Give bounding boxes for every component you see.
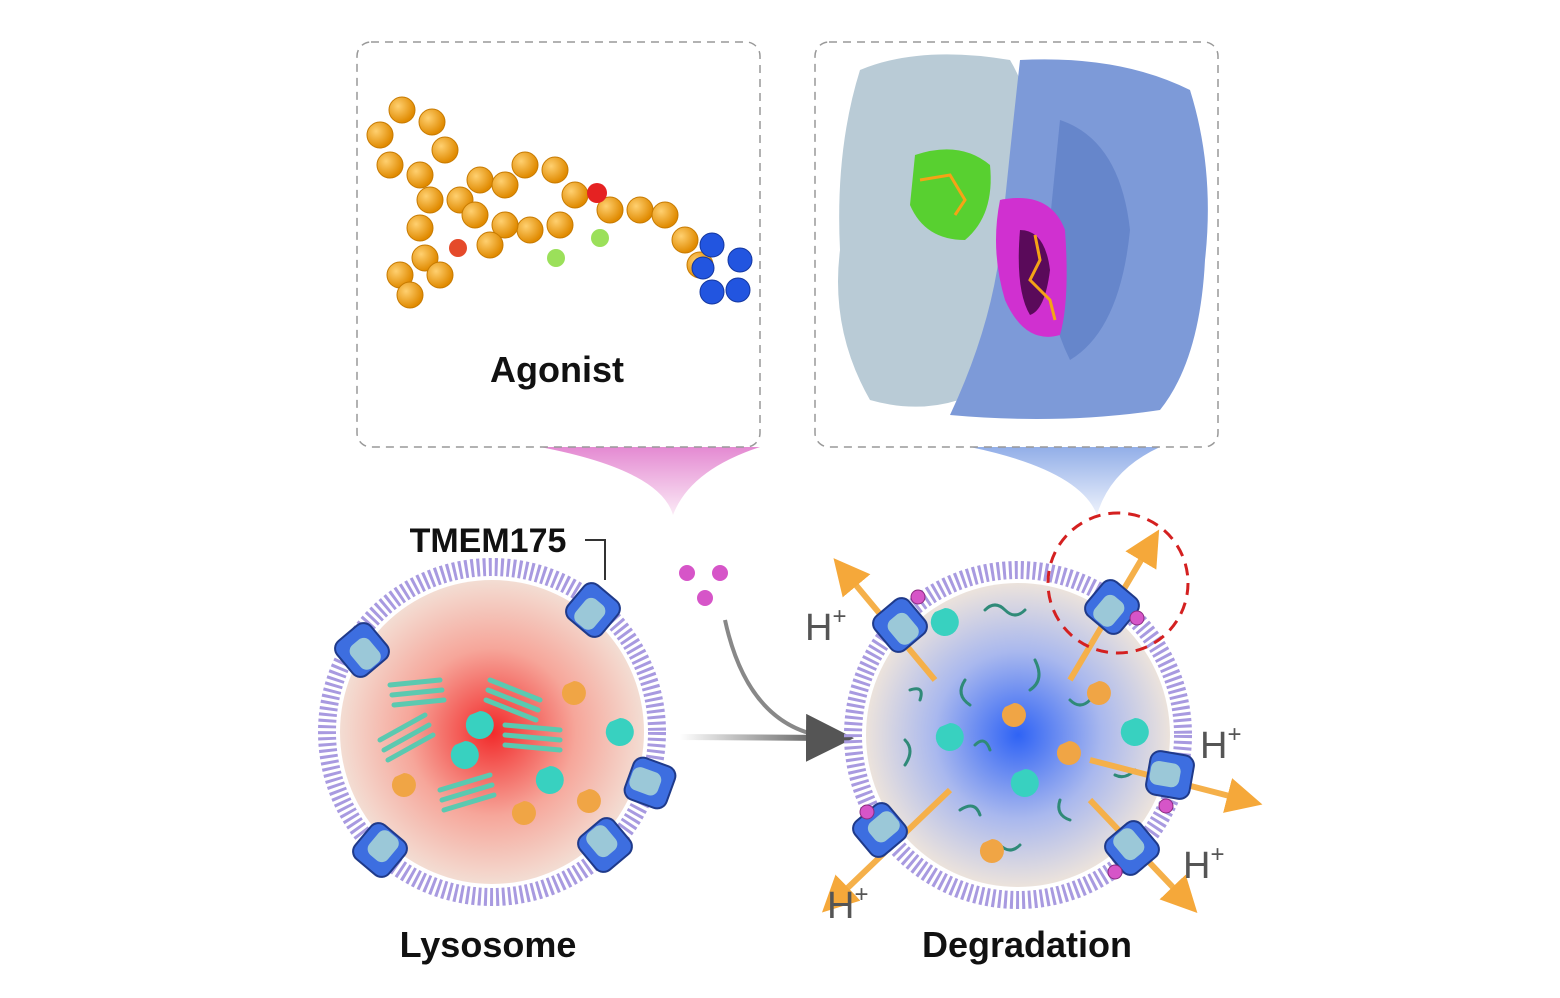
highlight-circle [1046,511,1190,655]
degradation-label: Degradation [922,924,1132,965]
protein-surface-image [838,54,1208,419]
degraded-fragments [903,603,1137,852]
svg-text:H+: H+ [1200,721,1241,767]
lysosome [318,558,677,906]
activated-channels [852,579,1195,876]
agonist-molecule [366,96,753,309]
protein-aggregates [377,677,563,813]
agonist-callout [540,447,760,515]
proton-labels: H+ H+ H+ H+ [805,603,1241,927]
tmem175-channels [334,582,677,878]
agonist-label: Agonist [490,349,624,390]
enzymes [391,681,634,825]
degrading-lysosome [821,529,1263,914]
svg-text:H+: H+ [1183,841,1224,887]
agonist-panel [356,41,761,448]
tmem175-label: TMEM175 [410,522,567,560]
transition-arrow [679,713,854,762]
tmem175-pointer [585,539,606,580]
bound-agonists [859,589,1174,880]
enzymes [930,608,1149,863]
svg-text:H+: H+ [805,603,846,649]
structure-callout [970,447,1160,515]
svg-text:H+: H+ [827,881,868,927]
agonist-molecules [679,565,728,606]
lysosome-label: Lysosome [400,924,577,965]
